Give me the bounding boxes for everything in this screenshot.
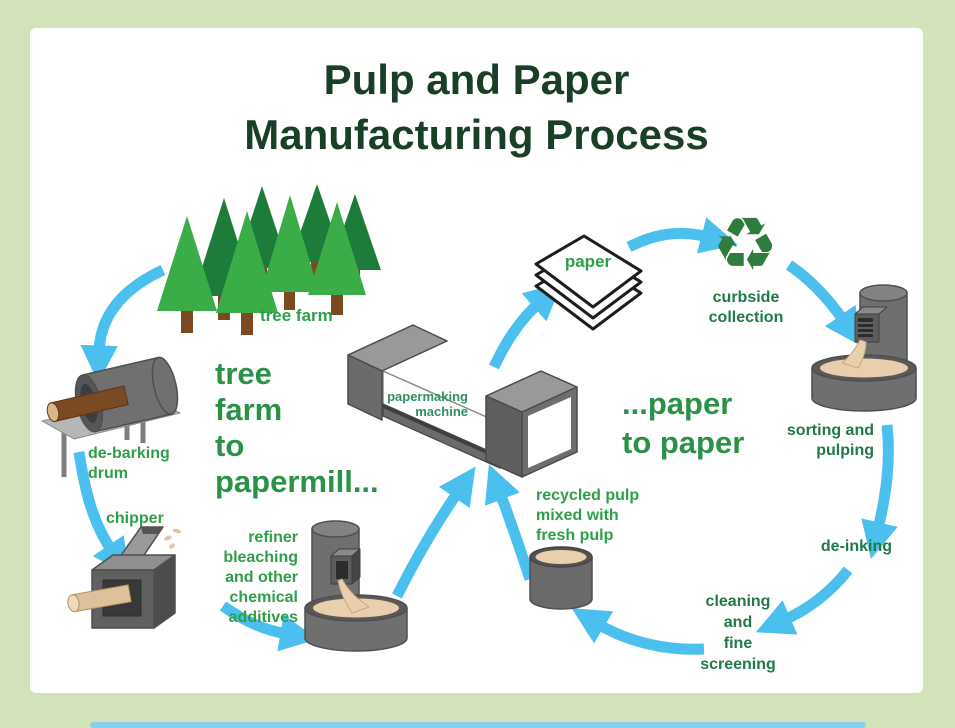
refiner-illustration bbox=[304, 520, 408, 652]
arrow-deinking-to-cleaning bbox=[755, 566, 853, 635]
label-recycled-pulp: recycled pulp mixed with fresh pulp bbox=[536, 487, 640, 544]
label-refiner-bleaching: refiner bleaching and other chemical add… bbox=[223, 529, 298, 626]
diagram-canvas bbox=[30, 28, 923, 693]
label-papermaking-machine: papermaking machine bbox=[387, 389, 468, 419]
papermaking-machine-illustration bbox=[347, 324, 578, 478]
recycle-icon: ♻ bbox=[712, 202, 779, 288]
label-chipper: chipper bbox=[106, 510, 164, 527]
bottom-blue-strip bbox=[90, 722, 866, 728]
arrow-refiner-to-machine bbox=[392, 466, 476, 599]
arrow-curbside-to-sorting bbox=[785, 260, 862, 347]
paper-stack-illustration bbox=[534, 234, 643, 331]
arrow-treefarm-to-debarking bbox=[80, 265, 166, 383]
heading-tree-farm-to-papermill: tree farm to papermill... bbox=[215, 356, 379, 499]
label-cleaning-fine-screening: cleaning and fine screening bbox=[700, 593, 776, 673]
heading-paper-to-paper: ...paper to paper bbox=[622, 386, 745, 460]
arrow-paper-to-curbside bbox=[626, 217, 738, 254]
mixing-tank-illustration bbox=[529, 546, 593, 610]
label-debarking-drum: de-barking drum bbox=[88, 445, 170, 482]
page-title: Pulp and Paper Manufacturing Process bbox=[244, 56, 709, 158]
debarking-drum-illustration bbox=[41, 356, 181, 477]
label-sorting-and-pulping: sorting and pulping bbox=[786, 422, 874, 459]
label-deinking: de-inking bbox=[820, 538, 892, 555]
arrow-debarking-to-chipper bbox=[73, 451, 130, 577]
arrow-machine-to-paper bbox=[489, 282, 563, 370]
arrow-mixing-to-machine bbox=[484, 464, 536, 581]
label-curbside-collection: curbside collection bbox=[708, 289, 784, 326]
arrow-cleaning-to-mixing bbox=[571, 608, 705, 655]
label-paper: paper bbox=[564, 252, 612, 271]
chipper-illustration bbox=[67, 526, 182, 629]
sorting-pulping-illustration bbox=[811, 284, 917, 412]
arrow-chipper-to-refiner bbox=[219, 601, 318, 652]
label-tree-farm: tree farm bbox=[260, 306, 333, 325]
tree-farm-illustration bbox=[157, 184, 381, 335]
arrow-sorting-to-deinking bbox=[861, 424, 898, 559]
